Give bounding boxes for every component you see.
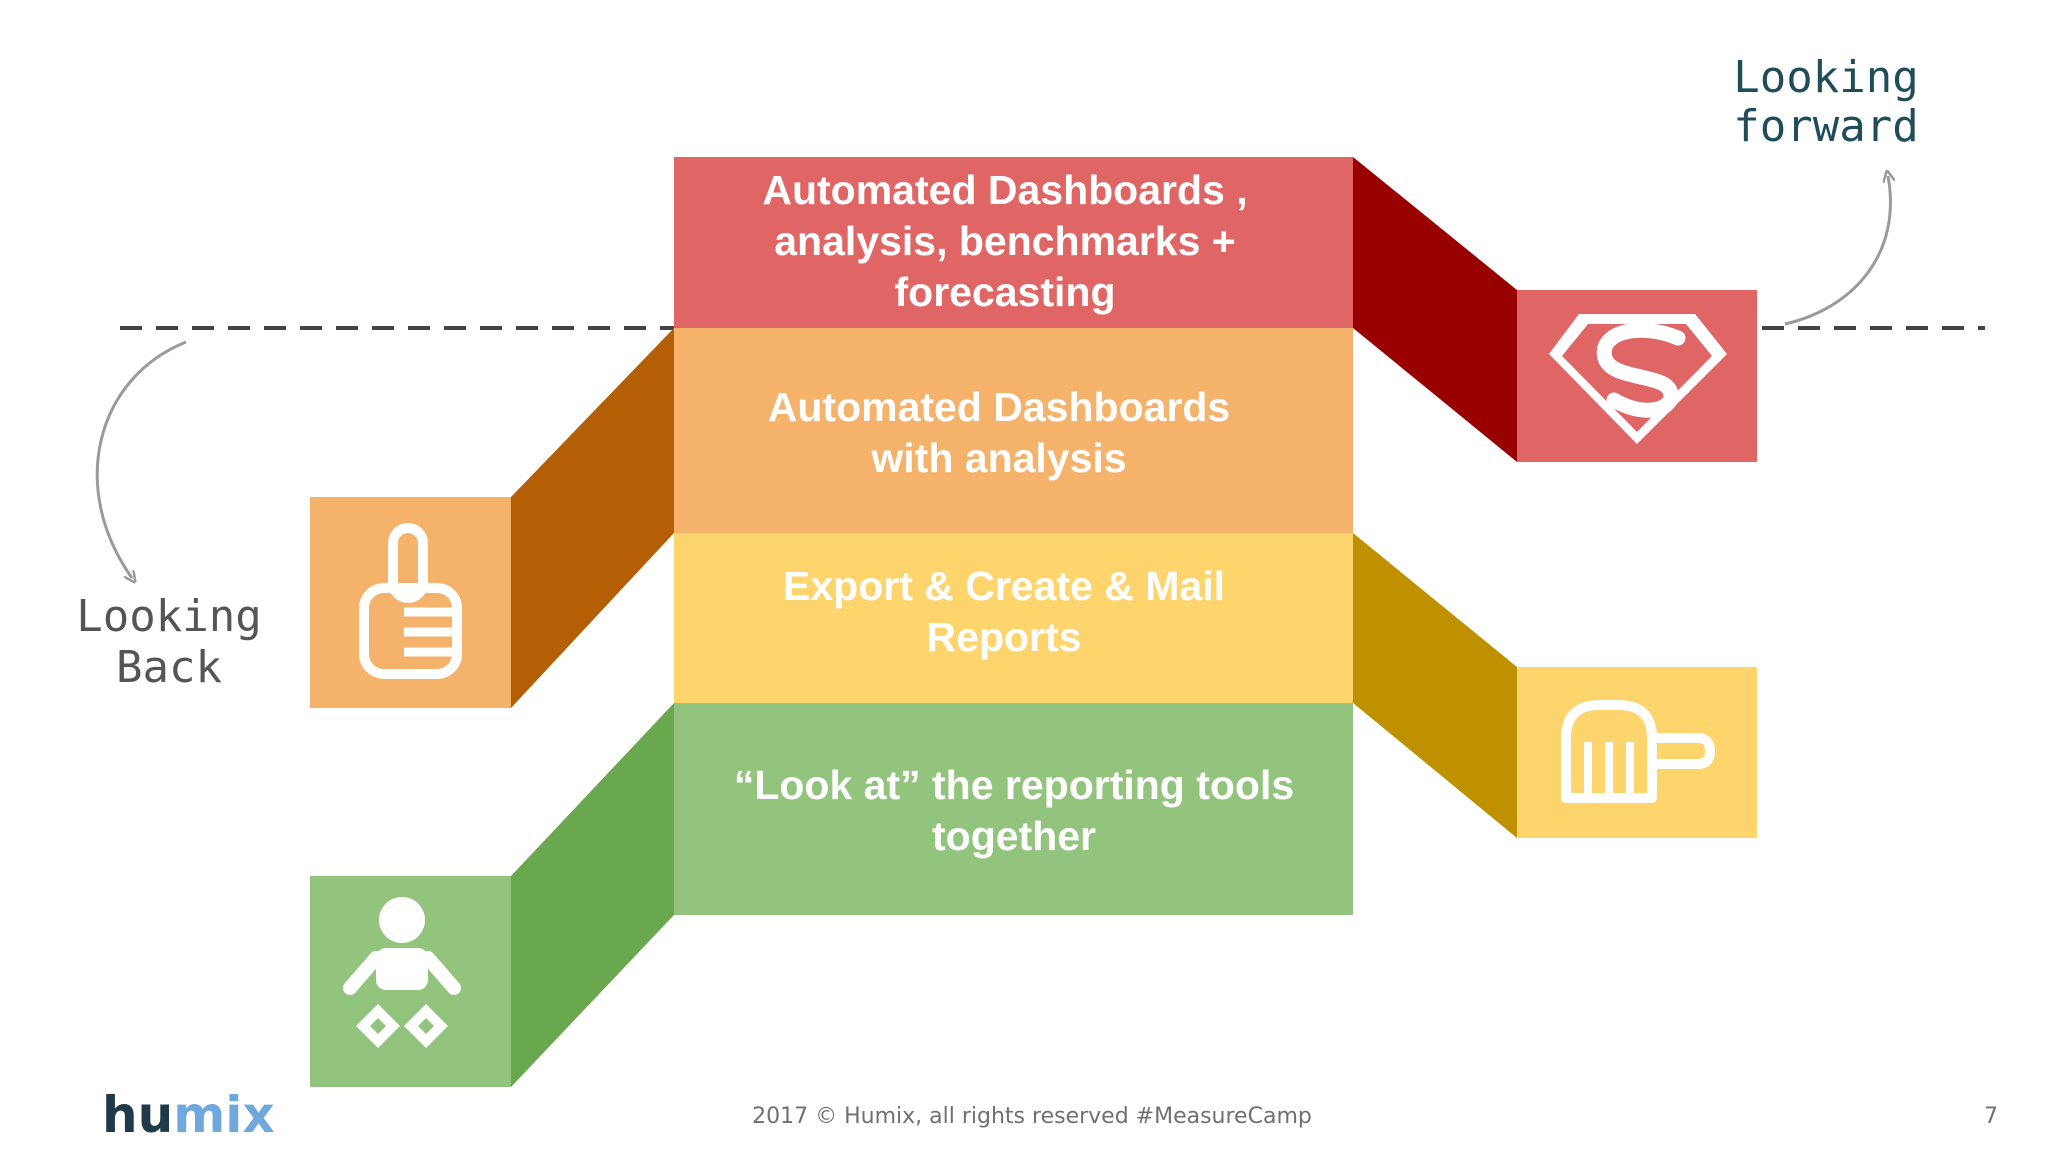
- stage-band-1-line-1: Automated Dashboards ,: [762, 167, 1247, 213]
- connector-stage-4: [511, 703, 674, 1087]
- connector-stage-2: [511, 328, 674, 708]
- humix-logo-part-1: hu: [102, 1086, 173, 1144]
- footer-copyright: 2017 © Humix, all rights reserved #Measu…: [752, 1104, 1312, 1129]
- stage-band-1-line-2: analysis, benchmarks +: [774, 218, 1236, 264]
- stage-tile-2: [310, 497, 511, 708]
- looking-forward-arrow: [1784, 176, 1890, 326]
- stage-band-4-line-1: “Look at” the reporting tools: [734, 762, 1294, 808]
- connector-stage-1: [1353, 157, 1517, 462]
- looking-forward-label-line-2: forward: [1733, 101, 1918, 152]
- stage-tile-3: [1517, 667, 1757, 838]
- looking-back-label-line-1: Looking: [76, 591, 261, 642]
- popsicle-icon: [1561, 700, 1716, 803]
- connector-stage-3: [1353, 533, 1517, 838]
- stage-band-3: Export & Create & Mail Reports: [674, 533, 1353, 703]
- stage-band-2-line-1: Automated Dashboards: [768, 384, 1230, 430]
- stage-band-3-line-1: Export & Create & Mail: [783, 563, 1225, 609]
- stage-band-1-line-3: forecasting: [895, 269, 1116, 315]
- stage-band-4-bg: [674, 703, 1353, 915]
- stage-band-1: Automated Dashboards , analysis, benchma…: [674, 157, 1353, 328]
- stage-band-4-line-2: together: [932, 813, 1096, 859]
- stage-band-3-line-2: Reports: [927, 614, 1082, 660]
- stage-tile-3-bg: [1517, 667, 1757, 838]
- stage-band-1-bg: [674, 157, 1353, 328]
- looking-forward-label-line-1: Looking: [1733, 52, 1918, 103]
- stage-band-3-bg: [674, 533, 1353, 703]
- looking-back-label-line-2: Back: [116, 642, 222, 693]
- looking-back-arrow: [95, 340, 187, 578]
- humix-logo-part-2: mix: [173, 1086, 275, 1144]
- humix-logo: humix: [102, 1086, 275, 1144]
- superman-icon: [1549, 314, 1727, 444]
- stage-band-2-bg: [674, 328, 1353, 533]
- slide-number: 7: [1984, 1104, 1998, 1129]
- stage-tile-1: [1517, 290, 1757, 462]
- baby-icon: [343, 897, 461, 1048]
- thumbs-up-icon: [359, 523, 462, 679]
- stage-band-2-line-2: with analysis: [870, 435, 1126, 481]
- stage-band-2: Automated Dashboards with analysis: [674, 328, 1353, 533]
- stage-band-4: “Look at” the reporting tools together: [674, 703, 1353, 915]
- stage-tile-4: [310, 876, 511, 1087]
